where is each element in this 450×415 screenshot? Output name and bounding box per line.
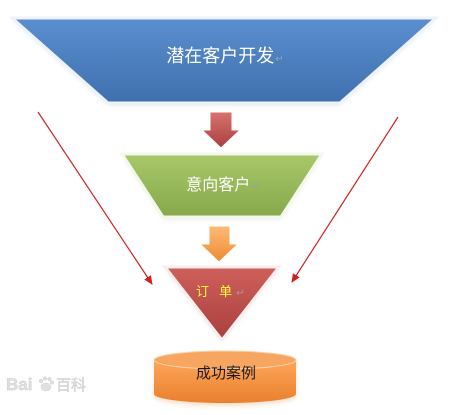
baidu-paw-icon — [39, 376, 55, 392]
stage3-text: 订 单 — [196, 285, 236, 300]
stage1-trapezoid — [8, 16, 440, 105]
stage1-label: 潜在客户开发↵ — [150, 48, 300, 66]
paragraph-mark: ↵ — [236, 288, 248, 299]
stage4-label: 成功案例 — [166, 366, 286, 381]
baidu-watermark: Bai 百科 — [6, 375, 86, 394]
svg-text:Bai: Bai — [6, 375, 32, 394]
paragraph-mark: ↵ — [251, 182, 260, 193]
right-side-arrow — [291, 116, 399, 283]
down-arrow-2 — [198, 225, 240, 263]
stage2-text: 意向客户 — [186, 175, 251, 194]
stage3-label: 订 单↵ — [196, 286, 246, 299]
svg-text:百科: 百科 — [56, 376, 86, 394]
down-arrow-1 — [200, 111, 242, 149]
stage2-trapezoid — [119, 152, 325, 219]
stage3-triangle — [161, 265, 283, 343]
stage4-cylinder — [153, 350, 297, 403]
stage4-text: 成功案例 — [195, 364, 256, 382]
stage2-label: 意向客户↵ — [168, 177, 278, 193]
stage1-text: 潜在客户开发 — [166, 46, 275, 67]
left-side-arrow — [37, 111, 153, 285]
paragraph-mark: ↵ — [275, 54, 284, 65]
